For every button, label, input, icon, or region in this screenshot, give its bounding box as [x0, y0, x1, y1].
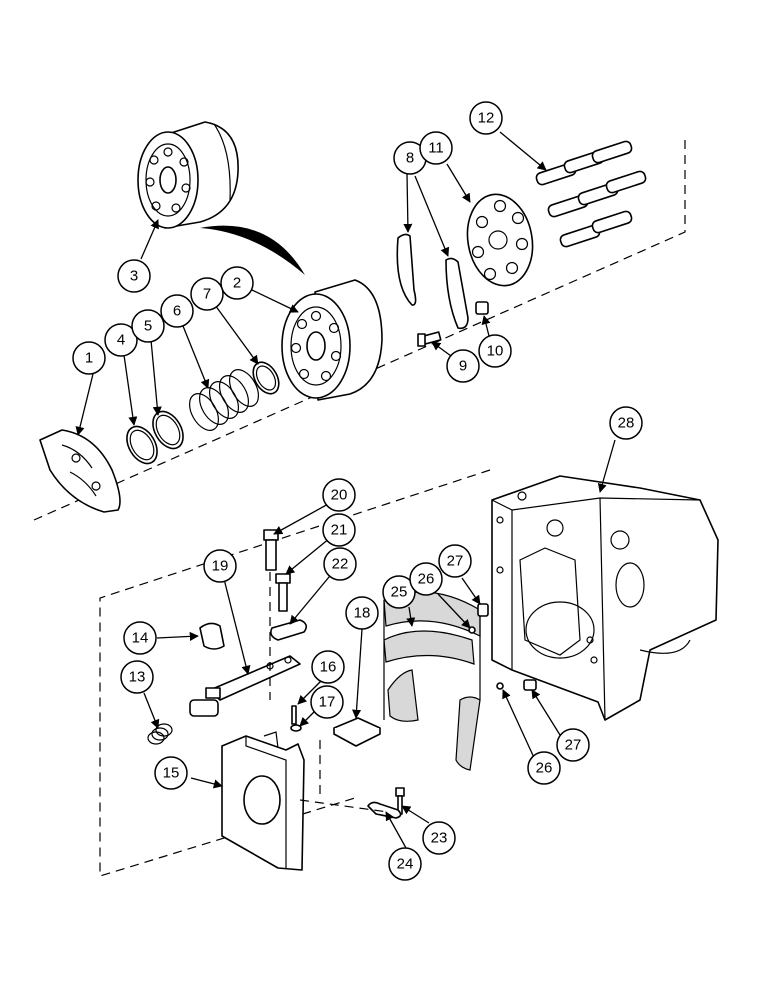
callout-28: 28: [609, 406, 643, 440]
part-4-ring: [126, 425, 158, 465]
svg-text:9: 9: [459, 358, 467, 375]
svg-text:26: 26: [536, 760, 553, 777]
part-17-washer: [290, 724, 302, 732]
callouts: 1 2 3 4 5 6 7 8 9 10 11 12 13 14 15 16 1…: [72, 101, 643, 881]
svg-text:12: 12: [478, 110, 495, 127]
svg-text:13: 13: [129, 669, 146, 686]
part-10-pin: [475, 301, 489, 315]
svg-text:6: 6: [173, 303, 181, 320]
svg-text:21: 21: [331, 522, 348, 539]
callout-13: 13: [120, 660, 154, 694]
svg-text:23: 23: [431, 830, 448, 847]
svg-text:26: 26: [418, 571, 435, 588]
svg-text:2: 2: [233, 275, 241, 292]
callout-12: 12: [469, 101, 503, 135]
part-15-cover-plate: [221, 731, 305, 871]
part-13-spring: [147, 723, 173, 745]
callout-3: 3: [117, 259, 151, 293]
svg-text:27: 27: [565, 737, 582, 754]
part-18-pad: [333, 717, 381, 747]
part-1-valve-plate: [39, 429, 121, 513]
part-8-swash-bearing-halves: [396, 233, 469, 330]
callout-17: 17: [310, 685, 344, 719]
part-19-lever: [189, 655, 301, 717]
callout-9: 9: [446, 349, 480, 383]
alignment-lines: [269, 572, 389, 813]
part-27-dowel-pin-lower: [523, 679, 537, 691]
svg-text:1: 1: [85, 350, 93, 367]
part-2-cylinder-barrel: [281, 279, 383, 401]
callout-27-upper: 27: [438, 544, 472, 578]
part-7-ring: [252, 361, 280, 395]
part-21-bolt: [275, 573, 291, 612]
callout-14: 14: [123, 621, 157, 655]
part-16-pin: [291, 705, 297, 725]
svg-text:8: 8: [406, 150, 414, 167]
part-9-bolt: [417, 331, 442, 347]
svg-text:18: 18: [354, 605, 371, 622]
part-14-cap: [199, 622, 225, 650]
part-25-bearing-halves: [383, 591, 481, 771]
svg-text:25: 25: [391, 584, 408, 601]
svg-text:7: 7: [203, 286, 211, 303]
part-27-dowel-pin-upper: [477, 603, 489, 617]
svg-text:20: 20: [331, 487, 348, 504]
part-28-housing: [491, 475, 719, 721]
callout-16: 16: [311, 650, 345, 684]
callout-24: 24: [388, 847, 422, 881]
svg-text:24: 24: [397, 856, 414, 873]
svg-text:16: 16: [320, 659, 337, 676]
part-20-bolt: [263, 529, 279, 571]
callout-4: 4: [104, 323, 138, 357]
callout-18: 18: [345, 596, 379, 630]
callout-1: 1: [72, 341, 106, 375]
callout-10: 10: [478, 334, 512, 368]
svg-text:22: 22: [332, 556, 349, 573]
callout-7: 7: [190, 277, 224, 311]
svg-text:28: 28: [618, 415, 635, 432]
callout-20: 20: [322, 478, 356, 512]
part-11-retainer-plate: [466, 193, 534, 287]
svg-text:14: 14: [132, 630, 149, 647]
part-24-clip: [367, 801, 402, 819]
svg-text:27: 27: [447, 553, 464, 570]
callout-26-upper: 26: [409, 562, 443, 596]
callout-21: 21: [322, 513, 356, 547]
dashed-assembly-outline: [33, 140, 686, 877]
callout-15: 15: [154, 756, 188, 790]
part-6-spring: [188, 369, 260, 431]
callout-5: 5: [131, 309, 165, 343]
callout-27-lower: 27: [556, 728, 590, 762]
svg-text:17: 17: [319, 694, 336, 711]
callout-19: 19: [203, 549, 237, 583]
callout-22: 22: [323, 547, 357, 581]
svg-text:19: 19: [212, 558, 229, 575]
svg-text:3: 3: [130, 268, 138, 285]
callout-11: 11: [419, 131, 453, 165]
svg-text:15: 15: [163, 765, 180, 782]
part-3-cylinder-barrel: [137, 121, 239, 229]
svg-text:5: 5: [144, 318, 152, 335]
callout-26-lower: 26: [527, 751, 561, 785]
rotation-arrow-icon: [200, 225, 305, 275]
part-26-small-pin-lower: [496, 682, 504, 690]
svg-text:11: 11: [428, 140, 444, 157]
callout-6: 6: [160, 294, 194, 328]
callout-2: 2: [220, 266, 254, 300]
svg-text:4: 4: [117, 332, 125, 349]
callout-25: 25: [382, 575, 416, 609]
callout-23: 23: [422, 821, 456, 855]
part-12-pistons: [535, 140, 647, 248]
svg-text:10: 10: [487, 343, 504, 360]
part-22-link: [270, 619, 308, 641]
